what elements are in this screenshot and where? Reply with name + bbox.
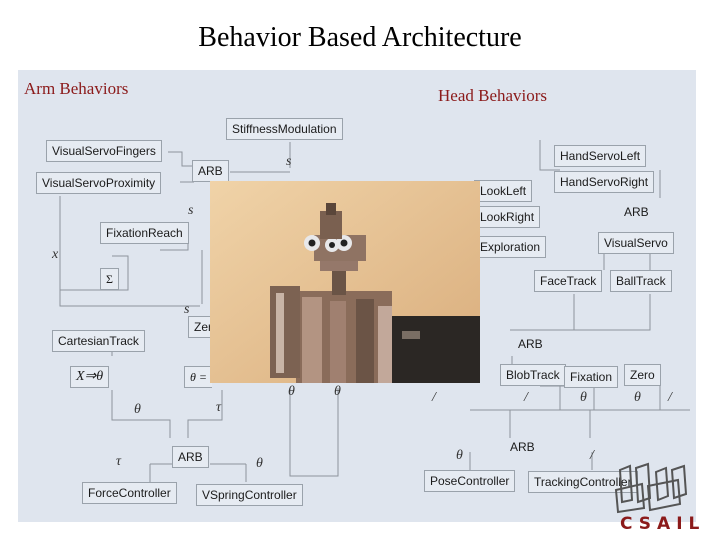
symbol-s-2: s bbox=[188, 203, 194, 218]
arb-top-box: ARB bbox=[192, 160, 229, 182]
pose-controller-box: PoseController bbox=[424, 470, 516, 492]
slide-title: Behavior Based Architecture bbox=[198, 22, 522, 53]
force-controller-box: ForceController bbox=[82, 482, 177, 504]
arb-bottom-box: ARB bbox=[172, 446, 209, 468]
symbol-theta-2: θ bbox=[256, 456, 263, 471]
symbol-theta-1: θ bbox=[134, 402, 141, 417]
symbol-theta-6: θ bbox=[634, 390, 641, 405]
zero-right-box: Zero bbox=[624, 364, 661, 386]
symbol-slash-2: / bbox=[524, 390, 528, 405]
arb-hand-box: ARB bbox=[624, 205, 649, 219]
symbol-slash-1: / bbox=[432, 390, 436, 405]
symbol-theta-4: θ bbox=[334, 384, 341, 399]
hand-servo-left-box: HandServoLeft bbox=[554, 145, 647, 167]
arb-head-bottom-box: ARB bbox=[510, 440, 535, 454]
cartesian-track-box: CartesianTrack bbox=[52, 330, 145, 352]
sigma-box: Σ bbox=[100, 268, 119, 290]
blob-track-box: BlobTrack bbox=[500, 364, 566, 386]
fixation-box: Fixation bbox=[564, 366, 619, 388]
csail-logo: CSAIL bbox=[612, 460, 712, 536]
robot-photo bbox=[210, 181, 480, 383]
theta-equals-box: θ = bbox=[184, 366, 212, 388]
vspring-controller-box: VSpringController bbox=[196, 484, 303, 506]
symbol-tau-1: τ bbox=[216, 400, 222, 415]
symbol-slash-4: / bbox=[590, 448, 594, 463]
stiffness-modulation-box: StiffnessModulation bbox=[226, 118, 343, 140]
face-track-box: FaceTrack bbox=[534, 270, 603, 292]
symbol-s-3: s bbox=[184, 302, 190, 317]
symbol-x: x bbox=[52, 247, 59, 262]
visual-servo-fingers-box: VisualServoFingers bbox=[46, 140, 162, 162]
visual-servo-proximity-box: VisualServoProximity bbox=[36, 172, 162, 194]
symbol-s-1: s bbox=[286, 154, 292, 169]
csail-logo-text: CSAIL bbox=[620, 514, 706, 534]
tracking-controller-box: TrackingController bbox=[528, 471, 638, 493]
arb-head-box: ARB bbox=[518, 337, 543, 351]
head-behaviors-label: Head Behaviors bbox=[438, 86, 548, 105]
symbol-slash-3: / bbox=[668, 390, 672, 405]
arm-behaviors-label: Arm Behaviors bbox=[24, 79, 129, 98]
fixation-reach-box: FixationReach bbox=[100, 222, 189, 244]
ball-track-box: BallTrack bbox=[610, 270, 672, 292]
exploration-box: Exploration bbox=[474, 236, 547, 258]
zero-left-box: Zer bbox=[188, 316, 217, 338]
hand-servo-right-box: HandServoRight bbox=[554, 171, 655, 193]
symbol-theta-5: θ bbox=[580, 390, 587, 405]
symbol-tau-2: τ bbox=[116, 454, 122, 469]
look-left-box: LookLeft bbox=[474, 180, 533, 202]
look-right-box: LookRight bbox=[474, 206, 541, 228]
x-to-theta-box: X⇒θ bbox=[70, 366, 110, 388]
visual-servo-box: VisualServo bbox=[598, 232, 674, 254]
symbol-theta-7: θ bbox=[456, 448, 463, 463]
symbol-theta-3: θ bbox=[288, 384, 295, 399]
